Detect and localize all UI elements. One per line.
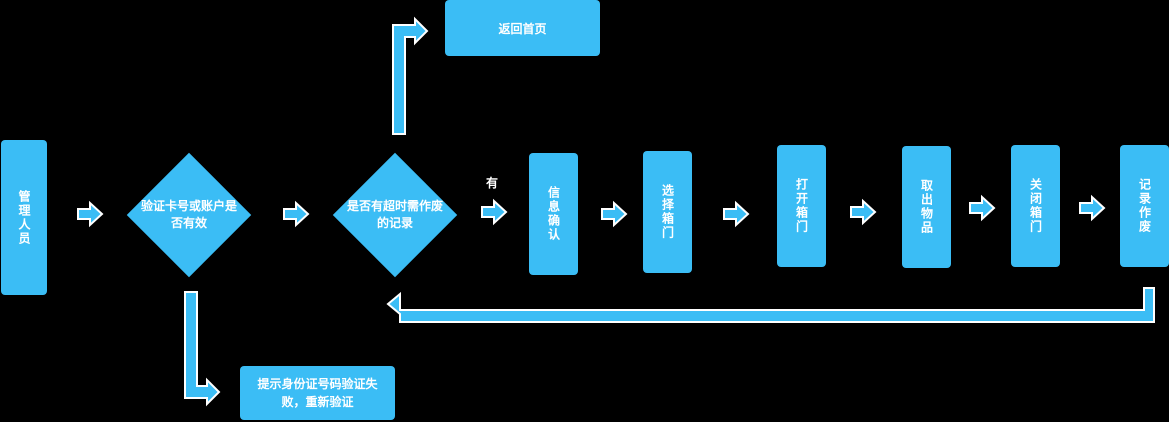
node-return-home-label: 返回首页: [498, 21, 547, 36]
node-take-item-label: 取出物品: [919, 179, 934, 235]
node-admin: 管理人员: [1, 140, 47, 295]
node-close-door: 关闭箱门: [1011, 145, 1060, 267]
arrow-confirm-to-select: [601, 202, 627, 226]
node-fail-message: 提示身份证号码验证失败，重新验证: [240, 366, 395, 420]
connector-to-fail-message: [184, 291, 221, 407]
arrow-take-to-close: [969, 196, 995, 220]
node-verify-label: 验证卡号或账户是否有效: [140, 199, 237, 230]
arrow-select-to-open: [723, 202, 749, 226]
node-fail-message-label: 提示身份证号码验证失败，重新验证: [257, 377, 378, 409]
node-record-void-label: 记录作废: [1137, 178, 1152, 234]
arrow-verify-to-check: [283, 202, 309, 226]
node-check-overdue: 是否有超时需作废的记录: [332, 152, 458, 278]
arrow-open-to-take: [850, 200, 876, 224]
arrow-close-to-record: [1079, 196, 1105, 220]
node-verify: 验证卡号或账户是否有效: [126, 152, 252, 278]
arrow-admin-to-verify: [77, 202, 103, 226]
node-open-door-label: 打开箱门: [794, 178, 809, 234]
node-record-void: 记录作废: [1120, 145, 1169, 267]
connector-to-return-home: [392, 16, 429, 135]
node-admin-label: 管理人员: [17, 189, 31, 246]
node-confirm-info: 信息确认: [529, 153, 578, 275]
edge-label-yes: 有: [486, 176, 499, 190]
node-confirm-info-label: 信息确认: [546, 186, 561, 242]
node-select-box: 选择箱门: [643, 151, 692, 273]
node-check-label: 是否有超时需作废的记录: [346, 199, 443, 230]
node-select-box-label: 选择箱门: [660, 184, 675, 240]
node-open-door: 打开箱门: [777, 145, 826, 267]
node-close-door-label: 关闭箱门: [1028, 178, 1043, 234]
connector-loop-back: [386, 287, 1155, 323]
arrow-check-to-confirm: [481, 200, 507, 224]
node-take-item: 取出物品: [902, 146, 951, 268]
node-return-home: 返回首页: [445, 0, 600, 56]
